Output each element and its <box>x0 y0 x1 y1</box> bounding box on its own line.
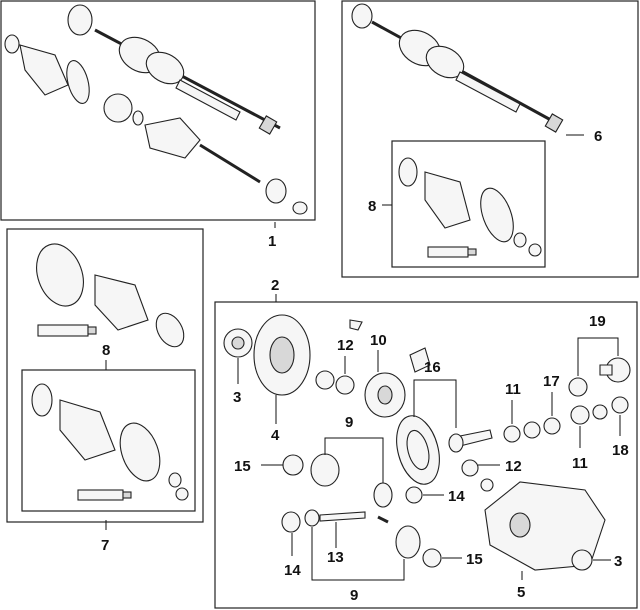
axle-shaft-assembly-1 <box>4 4 308 215</box>
callout-7: 7 <box>101 537 109 554</box>
callout-14-lower: 14 <box>284 562 301 579</box>
callout-3-upper: 3 <box>233 389 241 406</box>
callout-5: 5 <box>517 584 525 601</box>
callout-19: 19 <box>589 313 606 330</box>
callout-3-lower: 3 <box>614 553 622 570</box>
callout-9-lower: 9 <box>350 587 358 604</box>
callout-14-upper: 14 <box>448 488 465 505</box>
callout-10: 10 <box>370 332 387 349</box>
callout-8-upper: 8 <box>368 198 376 215</box>
callout-11-lower: 11 <box>572 455 588 472</box>
box-boot-kit-8b <box>21 369 196 512</box>
boot-kit-8b <box>31 383 189 501</box>
box-differential-2 <box>214 301 638 609</box>
box-boot-kit-8a <box>391 140 546 268</box>
callout-13: 13 <box>327 549 344 566</box>
callout-4: 4 <box>271 427 280 444</box>
boot-kit-8a <box>398 157 542 258</box>
callout-8-lower: 8 <box>102 342 110 359</box>
callout-18: 18 <box>612 442 629 459</box>
box-axle-shaft-6 <box>341 0 639 278</box>
callout-1: 1 <box>268 233 276 250</box>
boot-kit-7-loose-parts <box>36 243 185 348</box>
callout-15-upper: 15 <box>234 458 251 475</box>
callout-11-upper: 11 <box>505 381 521 398</box>
differential-parts <box>223 314 631 571</box>
callout-12-upper: 12 <box>337 337 354 354</box>
callout-17: 17 <box>543 373 560 390</box>
callout-16: 16 <box>424 359 441 376</box>
callout-9-upper: 9 <box>345 414 353 431</box>
axle-shaft-assembly-6 <box>351 3 564 133</box>
callout-15-lower: 15 <box>466 551 483 568</box>
callout-6: 6 <box>594 128 602 145</box>
callout-2: 2 <box>271 277 279 294</box>
box-boot-kit-7 <box>6 228 204 523</box>
box-axle-shaft-1 <box>0 0 316 221</box>
callout-12-lower: 12 <box>505 458 522 475</box>
